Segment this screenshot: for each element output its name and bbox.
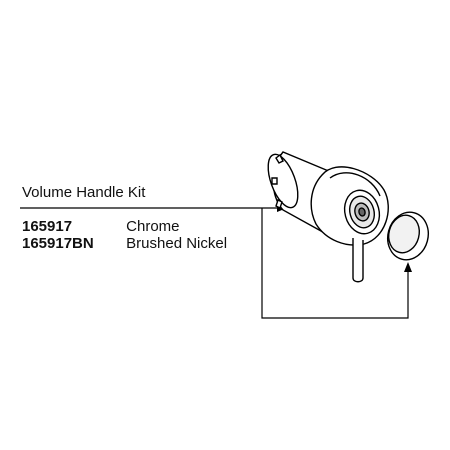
- arrow-icon: [404, 262, 412, 272]
- part-row: 165917 Chrome: [22, 218, 180, 235]
- part-finish: Chrome: [126, 218, 180, 235]
- cap-illustration: [387, 211, 429, 261]
- volume-handle-illustration: [267, 151, 389, 283]
- part-finish: Brushed Nickel: [126, 235, 228, 252]
- part-row: 165917BN Brushed Nickel: [22, 235, 227, 252]
- part-number: 165917BN: [22, 235, 94, 252]
- part-number: 165917: [22, 218, 73, 235]
- kit-title: Volume Handle Kit: [22, 184, 146, 201]
- leader-line-to-cap: [261, 208, 412, 319]
